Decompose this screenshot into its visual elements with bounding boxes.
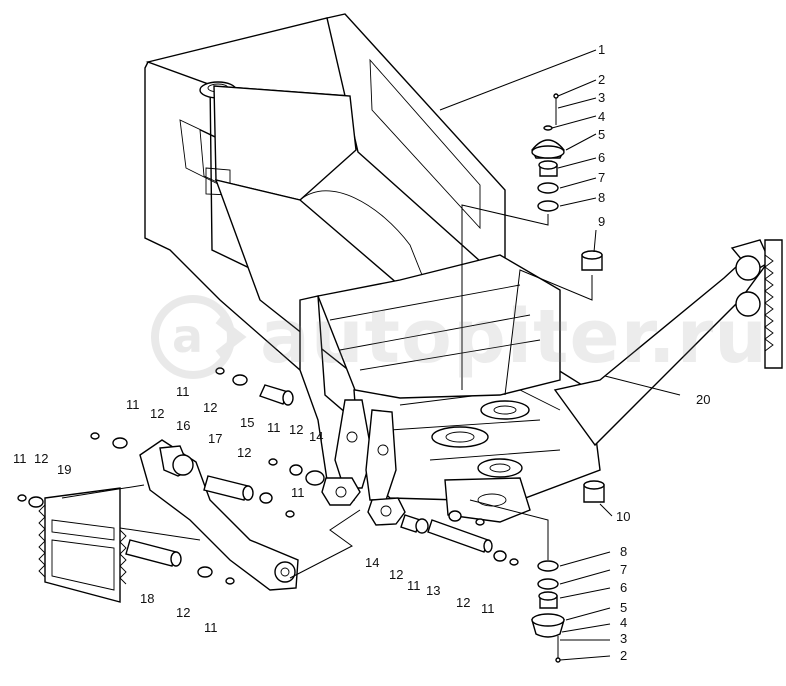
callout-11-c: 11 bbox=[267, 420, 281, 435]
callout-3-top: 3 bbox=[598, 90, 605, 105]
callout-8-bottom: 8 bbox=[620, 544, 627, 559]
callout-11-e: 11 bbox=[13, 451, 27, 466]
callout-2-top: 2 bbox=[598, 72, 605, 87]
callout-11-h: 11 bbox=[481, 601, 495, 616]
a-arrow-logo-icon: a bbox=[151, 295, 247, 379]
callout-labels: 1 2 3 4 5 6 7 8 9 20 10 8 7 6 5 4 3 2 11… bbox=[13, 42, 710, 663]
callout-15: 15 bbox=[240, 415, 254, 430]
callout-12-c: 12 bbox=[237, 445, 251, 460]
callout-18: 18 bbox=[140, 591, 154, 606]
callout-11-d: 11 bbox=[291, 485, 305, 500]
callout-9: 9 bbox=[598, 214, 605, 229]
svg-text:a: a bbox=[172, 309, 203, 363]
callout-20: 20 bbox=[696, 392, 710, 407]
callout-6-top: 6 bbox=[598, 150, 605, 165]
callout-8-top: 8 bbox=[598, 190, 605, 205]
callout-13: 13 bbox=[426, 583, 440, 598]
leader-lines bbox=[61, 49, 681, 661]
callout-12-f: 12 bbox=[176, 605, 190, 620]
callout-19: 19 bbox=[57, 462, 71, 477]
callout-10: 10 bbox=[616, 509, 630, 524]
callout-11-b: 11 bbox=[126, 397, 140, 412]
watermark: a autopiter.ru bbox=[148, 286, 767, 396]
callout-4-top: 4 bbox=[598, 109, 605, 124]
callout-5-top: 5 bbox=[598, 127, 605, 142]
callout-11-f: 11 bbox=[204, 620, 218, 635]
callout-16: 16 bbox=[176, 418, 190, 433]
callout-1: 1 bbox=[598, 42, 605, 57]
callout-6-bottom: 6 bbox=[620, 580, 627, 595]
callout-17: 17 bbox=[208, 431, 222, 446]
watermark-text: autopiter.ru bbox=[260, 294, 768, 380]
callout-12-b: 12 bbox=[150, 406, 164, 421]
callout-7-bottom: 7 bbox=[620, 562, 627, 577]
callout-2-bottom: 2 bbox=[620, 648, 627, 663]
grille-screen bbox=[38, 487, 127, 603]
callout-12-e: 12 bbox=[34, 451, 48, 466]
callout-12-a: 12 bbox=[203, 400, 217, 415]
callout-12-h: 12 bbox=[456, 595, 470, 610]
callout-11-a: 11 bbox=[176, 384, 190, 399]
callout-14-b: 14 bbox=[365, 555, 379, 570]
callout-11-g: 11 bbox=[407, 578, 421, 593]
callout-5-bottom: 5 bbox=[620, 600, 627, 615]
callout-12-g: 12 bbox=[389, 567, 403, 582]
hardware-parts bbox=[17, 93, 605, 663]
main-frame bbox=[144, 13, 601, 526]
callout-4-bottom: 4 bbox=[620, 615, 627, 630]
callout-3-bottom: 3 bbox=[620, 631, 627, 646]
callout-7-top: 7 bbox=[598, 170, 605, 185]
support-arm bbox=[553, 239, 783, 447]
callout-12-d: 12 bbox=[289, 422, 303, 437]
callout-14-a: 14 bbox=[309, 429, 323, 444]
